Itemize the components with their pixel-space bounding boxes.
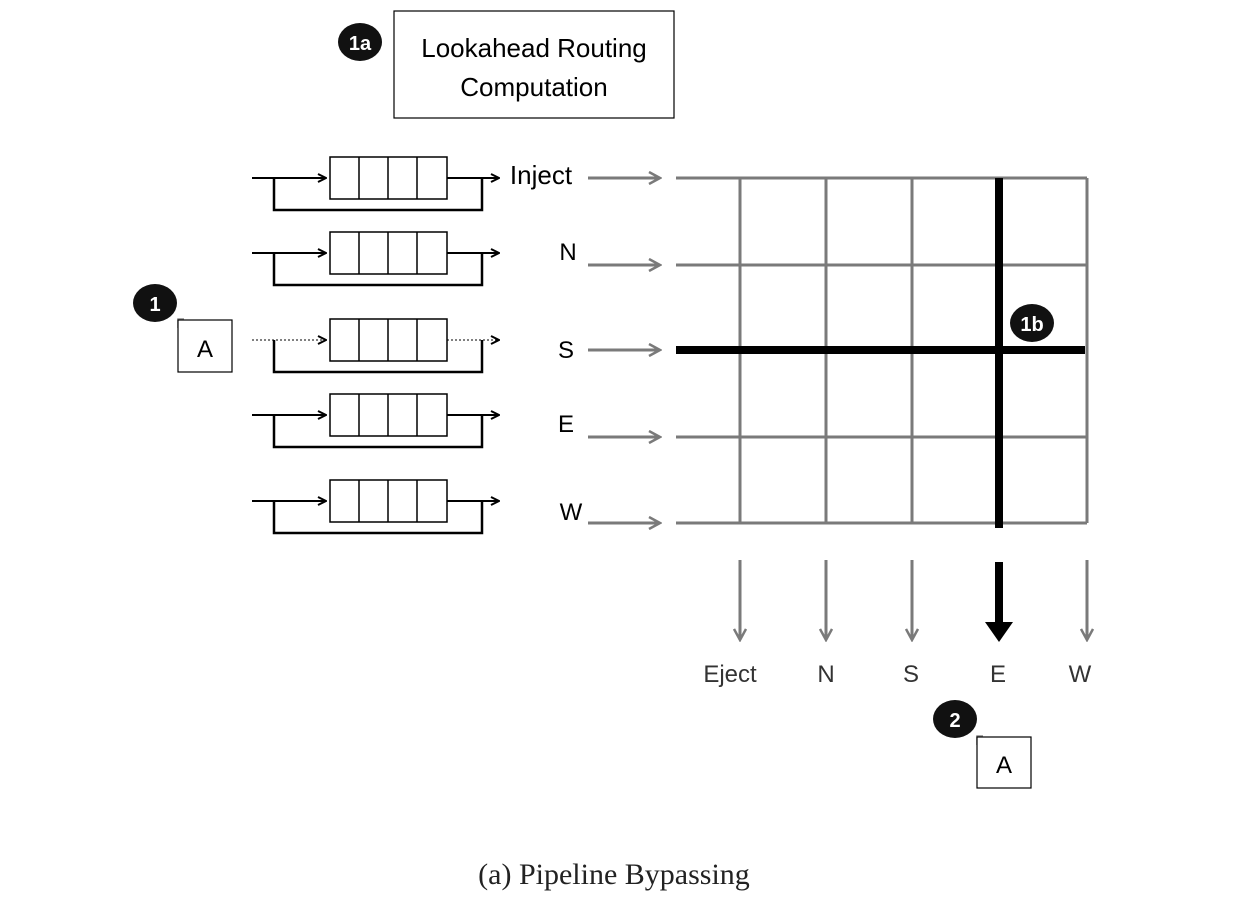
input-label-inject: Inject: [510, 160, 573, 190]
output-label-e: E: [990, 661, 1006, 688]
output-label-w: W: [1069, 661, 1092, 688]
marker-1b: 1b: [1010, 304, 1054, 342]
input-buffers: [252, 156, 499, 535]
buffer-w: [252, 479, 499, 535]
lookahead-title-line2: Computation: [460, 72, 607, 102]
output-label-n: N: [817, 661, 834, 688]
packet-a-input: A: [177, 318, 233, 373]
packet-a-output-label: A: [996, 752, 1012, 779]
output-port-labels: Eject N S E W: [703, 661, 1091, 688]
output-label-s: S: [903, 661, 919, 688]
marker-2-label: 2: [949, 710, 960, 732]
crossbar-input-arrows: [588, 178, 660, 523]
input-label-w: W: [560, 499, 583, 526]
buffer-e: [252, 393, 499, 449]
marker-1a-label: 1a: [349, 33, 372, 55]
input-port-labels: Inject N S E W: [510, 160, 583, 526]
input-label-e: E: [558, 411, 574, 438]
lookahead-title-line1: Lookahead Routing: [421, 33, 647, 63]
marker-2: 2: [933, 700, 977, 738]
packet-a-input-label: A: [197, 336, 213, 363]
bypass-path: [676, 178, 1085, 642]
marker-1-label: 1: [149, 294, 160, 316]
output-label-eject: Eject: [703, 661, 757, 688]
buffer-inject: [252, 156, 499, 212]
marker-1a: 1a: [338, 23, 382, 61]
bypass-arrowhead: [985, 622, 1013, 642]
figure-caption: (a) Pipeline Bypassing: [478, 858, 750, 891]
buffer-s: [252, 318, 499, 374]
marker-1b-label: 1b: [1020, 314, 1043, 336]
marker-1: 1: [133, 284, 177, 322]
input-label-s: S: [558, 337, 574, 364]
crossbar-output-arrows: [740, 560, 1087, 640]
input-label-n: N: [559, 239, 576, 266]
packet-a-output: A: [976, 735, 1032, 789]
buffer-n: [252, 231, 499, 287]
lookahead-routing-box: Lookahead Routing Computation: [393, 10, 675, 119]
